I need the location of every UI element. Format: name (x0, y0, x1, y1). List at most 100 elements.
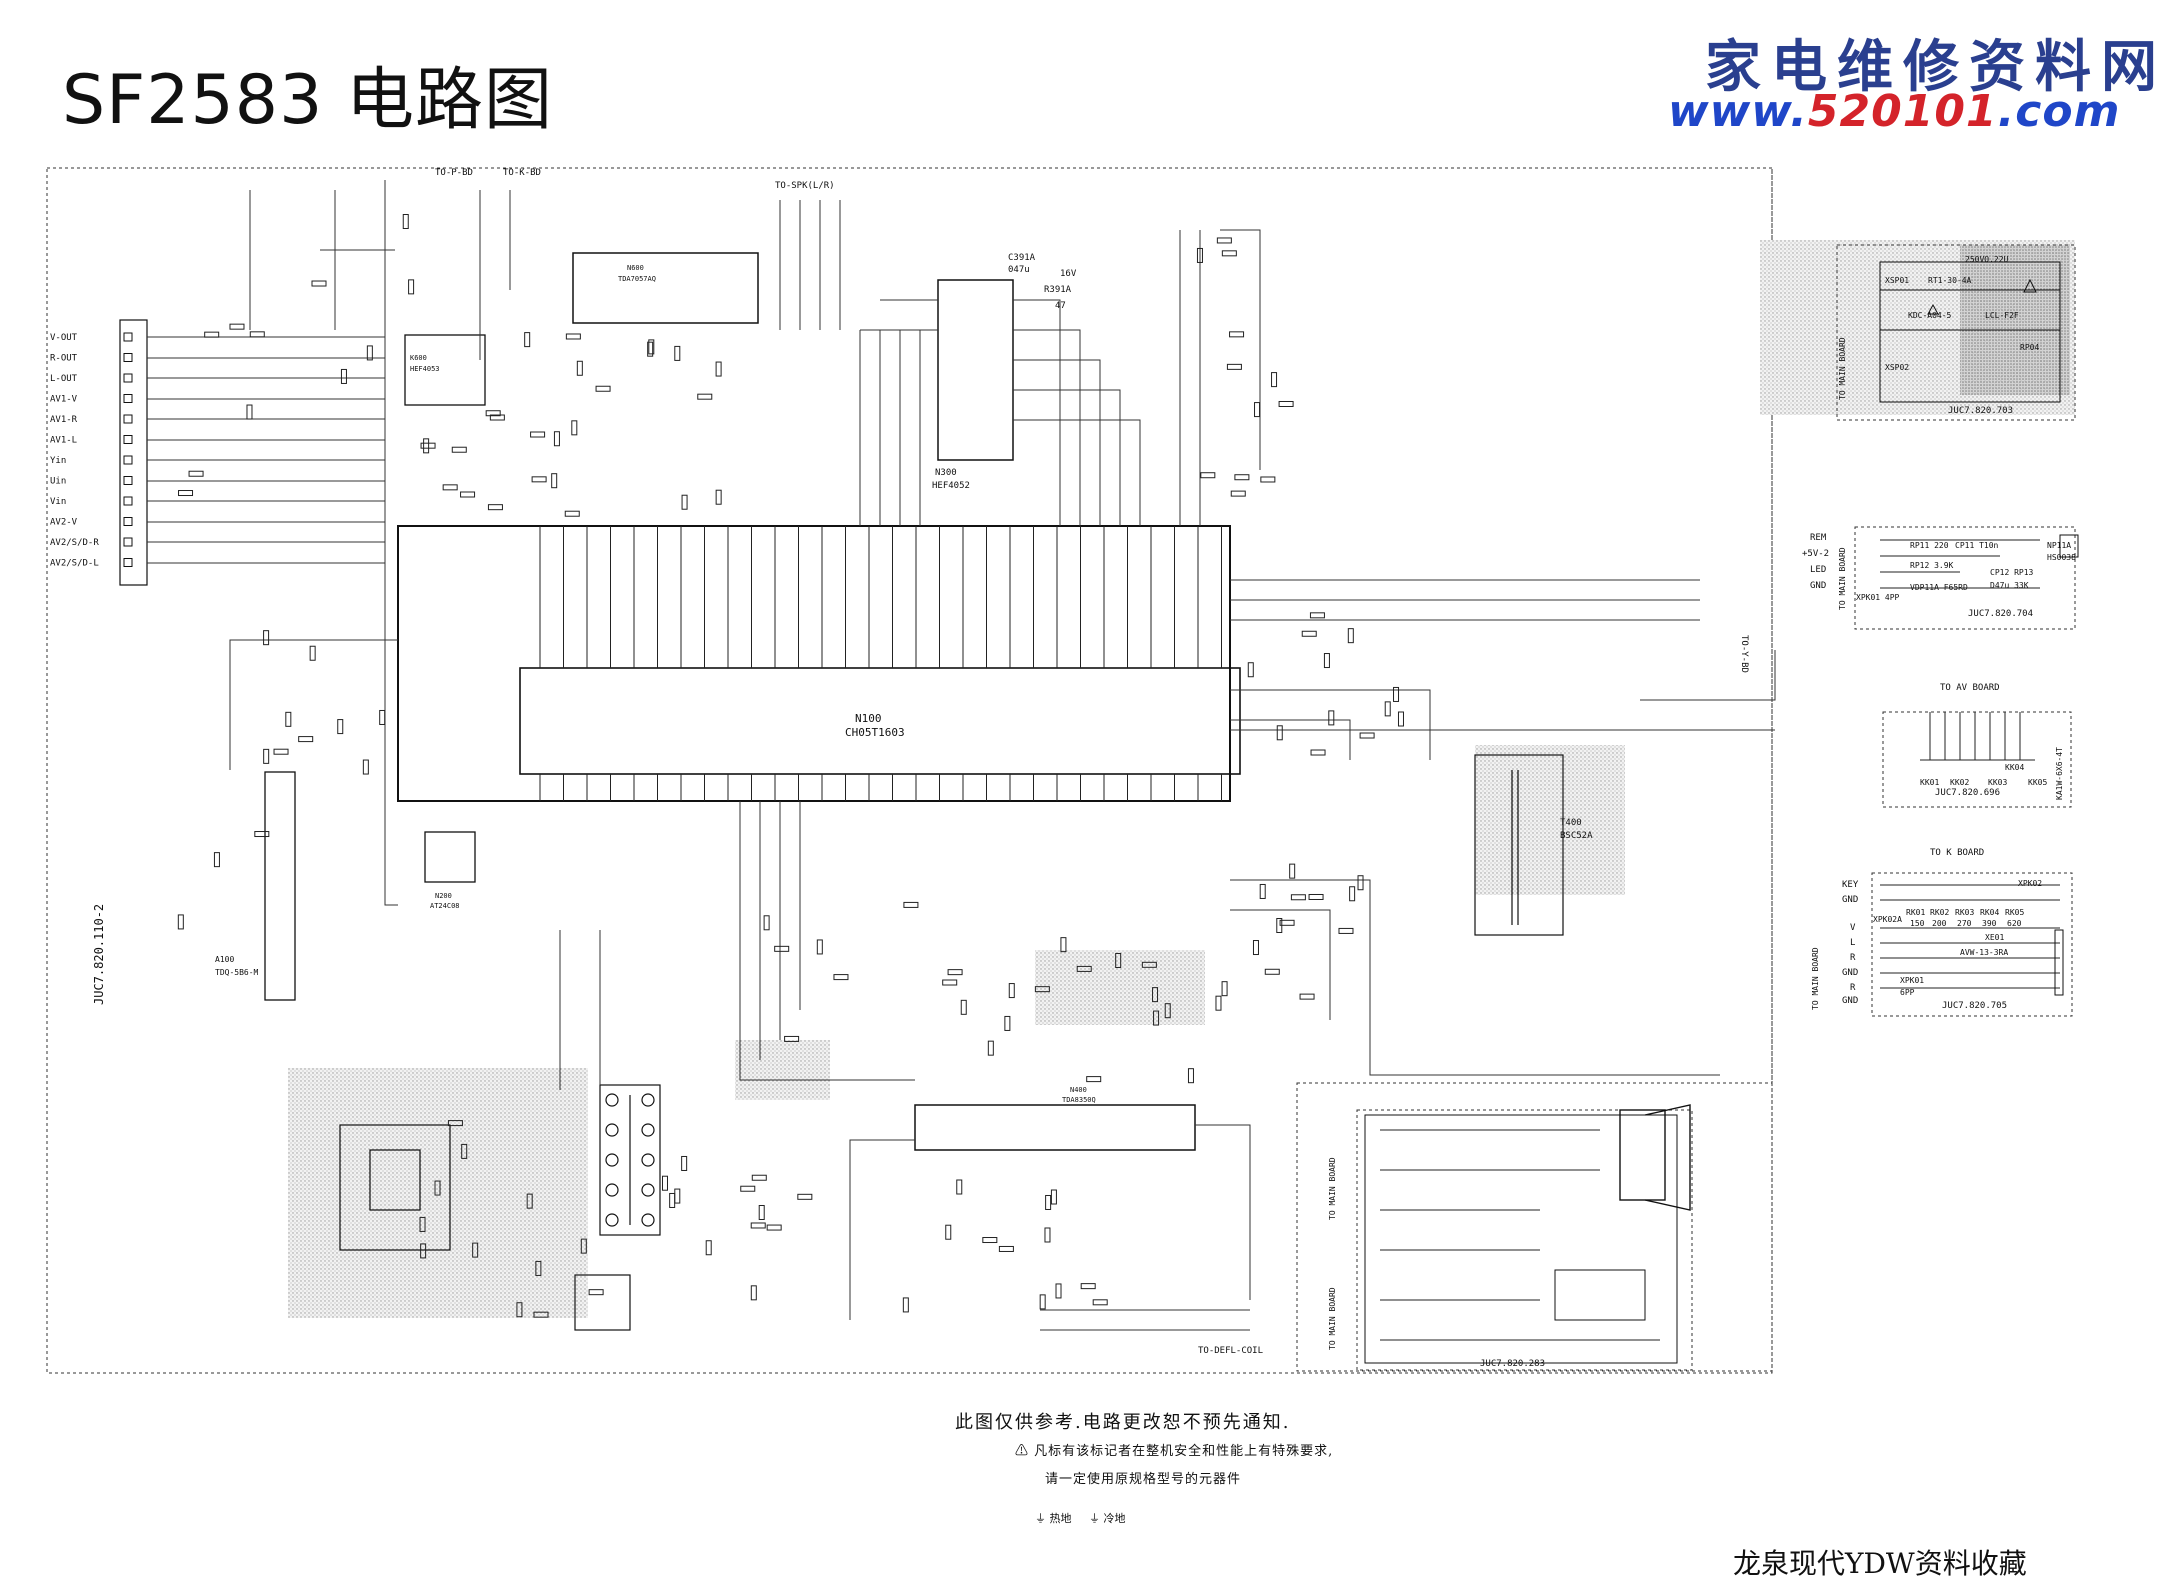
component-symbol (740, 1185, 756, 1192)
component-symbol (273, 748, 289, 755)
component-symbol (1080, 1283, 1096, 1290)
component-symbol (553, 431, 560, 447)
brand-url-number: 520101 (1807, 86, 1998, 137)
subboard-remote: TO MAIN BOARD REM +5V-2 LED GND RP11 220… (1802, 526, 2079, 630)
to-y-bd-label: TO-Y-BD (1739, 635, 1749, 673)
component-symbol (1152, 987, 1159, 1003)
component-symbol (1045, 1194, 1052, 1210)
component-symbol (816, 939, 823, 955)
n300-part: HEF4052 (932, 481, 970, 491)
component-symbol (1034, 986, 1050, 993)
component-symbol (379, 709, 386, 725)
brand-logo-chinese: 家电维修资料网 (1705, 34, 2167, 100)
c391a-value: 047u (1008, 265, 1030, 275)
io-pin (123, 332, 133, 342)
component-symbol (942, 979, 958, 986)
collector-signature: 龙泉现代YDW资料收藏 (1733, 1547, 2027, 1580)
component-symbol (1221, 250, 1237, 257)
subboard-av: TO AV BOARD JUC7.820.696 KK01 KK02 KK03 … (1882, 683, 2072, 808)
component-symbol (903, 901, 919, 908)
io-pin (123, 455, 133, 465)
component-symbol (1301, 630, 1317, 637)
component-symbol (674, 345, 681, 361)
safety-note: ⚠ 凡标有该标记者在整机安全和性能上有特殊要求, (1015, 1444, 1334, 1459)
component-symbol (1278, 400, 1294, 407)
component-symbol (1164, 1003, 1171, 1019)
component-symbol (1092, 1299, 1108, 1306)
crt-board-side-label-2: TO MAIN BOARD (1328, 1287, 1337, 1350)
rk04-label: RK04 (1980, 908, 1999, 917)
component-symbol (340, 368, 347, 384)
a100-ref: A100 (215, 955, 234, 964)
rk02-label: RK02 (1930, 908, 1949, 917)
t400-ref: T400 (1560, 818, 1582, 828)
xe01-label: XE01 (1985, 933, 2004, 942)
brand-url-prefix: www. (1668, 86, 1808, 137)
rk-value-270: 270 (1957, 919, 1972, 928)
crt-board-side-label-1: TO MAIN BOARD (1328, 1157, 1337, 1220)
component-symbol (750, 1285, 757, 1301)
component-symbol (681, 494, 688, 510)
component-symbol (188, 470, 204, 477)
io-label: AV2/S/D-L (50, 559, 99, 569)
connector-labels: TO-P-BD TO-K-BD TO-SPK(L/R) TO-Y-BD TO-D… (92, 168, 1749, 1356)
rt1-label: RT1-30-4A (1928, 276, 1972, 285)
rk05-label: RK05 (2005, 908, 2024, 917)
component-symbol (1076, 965, 1092, 972)
component-symbol (1276, 725, 1283, 741)
component-symbol (423, 438, 430, 454)
to-k-bd-label: TO-K-BD (503, 168, 541, 178)
ic-n100: N100 CH05T1603 (397, 525, 1241, 802)
kk03-label: KK03 (1988, 778, 2007, 787)
io-label: AV2/S/D-R (50, 538, 99, 548)
safety-note-2: 请一定使用原规格型号的元器件 (1045, 1472, 1242, 1487)
component-symbol (1323, 653, 1330, 669)
c391a-ref: C391A (1008, 253, 1036, 263)
component-symbol (460, 491, 476, 498)
component-symbol (580, 1238, 587, 1254)
component-symbol (177, 914, 184, 930)
cold-ground-label: 冷地 (1103, 1512, 1126, 1525)
io-pin (123, 496, 133, 506)
ic-k600: K600 HEF4053 (404, 334, 486, 406)
component-symbol (998, 1245, 1014, 1252)
ground-legend: ⏚ 热地 ⏚ 冷地 (1035, 1510, 1125, 1526)
component-symbol (1260, 476, 1276, 483)
page-title: SF2583 电路图 (62, 61, 553, 140)
k-board-side-label: TO MAIN BOARD (1811, 947, 1820, 1010)
component-symbol (285, 711, 292, 727)
component-symbol (1338, 927, 1354, 934)
remote-pin-gnd: GND (1810, 581, 1826, 591)
rk-value-150: 150 (1910, 919, 1925, 928)
component-symbol (1393, 686, 1400, 702)
component-symbol (1141, 961, 1157, 968)
cp12-label: CP12 RP13 (1990, 568, 2034, 577)
remote-pin-5v: +5V-2 (1802, 549, 1829, 559)
component-symbol (178, 490, 194, 497)
io-label: Uin (50, 477, 66, 487)
component-symbol (1308, 893, 1324, 900)
k-board-drawing: JUC7.820.705 (1942, 1001, 2007, 1011)
cap-250v-label: 250VO.22U (1965, 255, 2009, 264)
component-symbol (565, 333, 581, 340)
io-pin (123, 373, 133, 383)
component-symbol (956, 1179, 963, 1195)
io-label: AV1-L (50, 436, 77, 446)
kk02-label: KK02 (1950, 778, 1969, 787)
io-pin (123, 558, 133, 567)
component-symbol (298, 736, 314, 743)
k-pin-gnd2: GND (1842, 968, 1858, 978)
k-pin-gnd3: GND (1842, 996, 1858, 1006)
component-symbol (674, 1188, 681, 1204)
component-symbol (774, 945, 790, 952)
kk01-label: KK01 (1920, 778, 1939, 787)
component-symbol (229, 323, 245, 330)
power-board-drawing: JUC7.820.703 (1948, 406, 2013, 416)
component-symbol (408, 279, 415, 295)
subboard-keys: TO K BOARD JUC7.820.705 KEY GND V L R GN… (1811, 848, 2073, 1017)
component-symbol (524, 332, 531, 348)
component-symbol (489, 414, 505, 421)
io-pin (123, 394, 133, 403)
n300-ref: N300 (935, 468, 957, 478)
component-symbol (705, 1240, 712, 1256)
